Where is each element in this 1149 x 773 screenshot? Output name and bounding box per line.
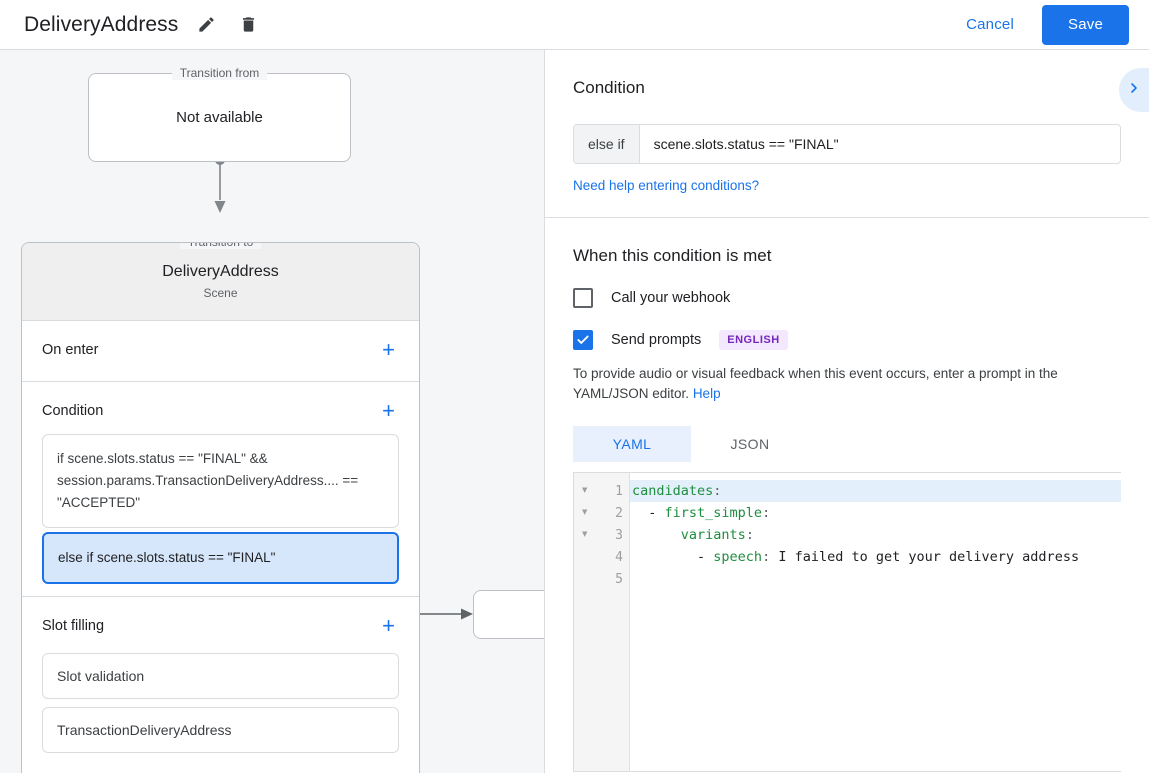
add-slot-filling-button[interactable]: + — [382, 613, 395, 638]
transition-from-value: Not available — [176, 109, 263, 126]
gutter-line: ▼3 — [574, 524, 629, 546]
code-line[interactable]: - first_simple: — [630, 502, 1121, 524]
call-webhook-label: Call your webhook — [611, 290, 731, 306]
cancel-button[interactable]: Cancel — [952, 8, 1028, 41]
code-line[interactable]: variants: — [630, 524, 1121, 546]
editor-format-tabs[interactable]: YAML JSON — [573, 426, 1121, 462]
scene-card-header: DeliveryAddress Scene — [22, 243, 419, 321]
panel-when-met-heading: When this condition is met — [573, 246, 772, 265]
gutter-line: ▼1 — [574, 480, 629, 502]
yaml-key: first_simple — [664, 505, 763, 521]
yaml-colon: : — [762, 549, 771, 565]
transition-to-node[interactable]: Transition to DeliveryAddress Scene On e… — [21, 242, 420, 773]
call-webhook-checkbox[interactable] — [573, 288, 593, 308]
send-prompts-label: Send prompts — [611, 332, 702, 348]
flow-canvas[interactable]: Transition from Not available Transition… — [0, 50, 545, 773]
send-prompts-checkbox[interactable] — [573, 330, 593, 350]
pencil-icon[interactable] — [192, 11, 220, 39]
condition-help-link[interactable]: Need help entering conditions? — [573, 178, 760, 193]
section-title-condition: Condition — [42, 403, 104, 419]
transition-from-node[interactable]: Transition from Not available — [88, 66, 351, 162]
section-title-on-enter: On enter — [42, 342, 99, 358]
page-title: DeliveryAddress — [24, 12, 179, 36]
yaml-colon: : — [762, 505, 771, 521]
fold-arrow-icon[interactable]: ▼ — [582, 485, 588, 496]
panel-when-met-section: When this condition is met Call your web… — [545, 218, 1149, 773]
line-number: 4 — [615, 549, 623, 565]
condition-prefix-label: else if — [574, 125, 640, 163]
chevron-right-icon — [1126, 80, 1142, 101]
scene-section-condition: Condition + if scene.slots.status == "FI… — [22, 382, 419, 597]
panel-condition-heading: Condition — [573, 78, 645, 97]
transition-to-legend: Transition to — [179, 243, 262, 249]
scene-section-slot-filling: Slot filling + Slot validation Transacti… — [22, 597, 419, 765]
transition-target-stub-node[interactable] — [473, 590, 544, 639]
yaml-key: speech — [713, 549, 763, 565]
section-header-condition: Condition + — [22, 382, 419, 430]
app-header: DeliveryAddress Cancel Save — [0, 0, 1149, 50]
code-line[interactable]: - speech: I failed to get your delivery … — [630, 546, 1121, 568]
yaml-key: variants — [680, 527, 746, 543]
prompts-helper-text: To provide audio or visual feedback when… — [573, 364, 1121, 404]
prompts-help-link[interactable]: Help — [692, 386, 721, 401]
tab-json[interactable]: JSON — [730, 436, 770, 452]
yaml-colon: : — [745, 527, 754, 543]
section-header-on-enter: On enter + — [22, 321, 419, 369]
condition-card-selected[interactable]: else if scene.slots.status == "FINAL" — [42, 532, 399, 584]
prompts-helper-sentence: To provide audio or visual feedback when… — [573, 366, 1058, 401]
line-number: 5 — [615, 571, 623, 587]
gutter-line: ▼2 — [574, 502, 629, 524]
condition-card[interactable]: if scene.slots.status == "FINAL" && sess… — [42, 434, 399, 528]
yaml-dash: - — [648, 505, 665, 521]
main-body: Transition from Not available Transition… — [0, 50, 1149, 773]
section-title-slot-filling: Slot filling — [42, 618, 105, 634]
section-header-slot-filling: Slot filling + — [22, 597, 419, 645]
add-condition-button[interactable]: + — [382, 398, 395, 423]
trash-icon[interactable] — [234, 11, 262, 39]
line-number: 2 — [615, 505, 623, 521]
code-line[interactable]: candidates: — [630, 480, 1121, 502]
line-number: 1 — [615, 483, 623, 499]
webhook-checkbox-row[interactable]: Call your webhook — [573, 288, 1121, 308]
yaml-key: candidates — [632, 483, 714, 499]
fold-arrow-icon[interactable]: ▼ — [582, 507, 588, 518]
language-badge: ENGLISH — [719, 330, 788, 350]
panel-condition-section: Condition else if Need help entering con… — [545, 50, 1149, 218]
send-prompts-checkbox-row[interactable]: Send prompts ENGLISH — [573, 330, 1121, 350]
check-icon — [577, 335, 589, 344]
panel-collapse-button[interactable] — [1119, 68, 1149, 112]
tab-yaml[interactable]: YAML — [573, 426, 691, 462]
slot-card-transaction-delivery-address[interactable]: TransactionDeliveryAddress — [42, 707, 399, 753]
gutter-line: 5 — [574, 568, 629, 590]
slot-card-validation[interactable]: Slot validation — [42, 653, 399, 699]
condition-input-row[interactable]: else if — [573, 124, 1121, 164]
add-on-enter-button[interactable]: + — [382, 337, 395, 362]
scene-name: DeliveryAddress — [162, 263, 279, 280]
code-line[interactable] — [630, 568, 1121, 590]
scene-type: Scene — [203, 286, 238, 300]
editor-code-area[interactable]: candidates: - first_simple: variants: - … — [630, 473, 1121, 771]
transition-from-legend: Transition from — [171, 66, 268, 80]
condition-expression-input[interactable] — [639, 125, 1120, 163]
save-button[interactable]: Save — [1042, 4, 1129, 45]
detail-panel: Condition else if Need help entering con… — [545, 50, 1149, 773]
line-number: 3 — [615, 527, 623, 543]
yaml-colon: : — [713, 483, 722, 499]
scene-section-on-enter: On enter + — [22, 321, 419, 382]
yaml-dash: - — [697, 549, 714, 565]
gutter-line: 4 — [574, 546, 629, 568]
yaml-value: I failed to get your delivery address — [770, 549, 1080, 565]
fold-arrow-icon[interactable]: ▼ — [582, 529, 588, 540]
